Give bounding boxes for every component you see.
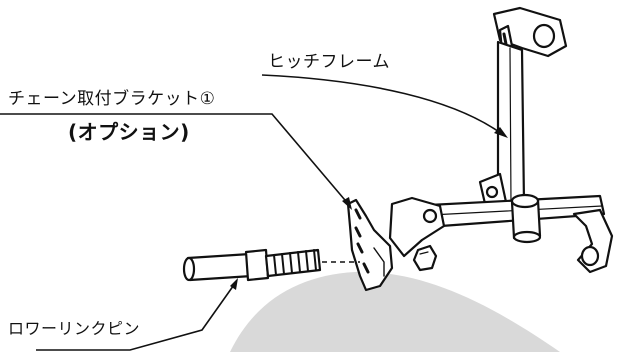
hitch-frame-arrowhead (494, 127, 508, 138)
lower-link-pin-leader-line (36, 281, 237, 351)
hitch-frame-collar (510, 193, 542, 244)
lower-link-pin-label: ロワーリンクピン (8, 319, 141, 338)
chain-bracket-label: チェーン取付ブラケット① (8, 89, 216, 109)
chain-bracket-arrowhead (342, 197, 352, 210)
bracket-nut (412, 244, 438, 272)
hitch-frame-left-plate (388, 196, 446, 258)
hitch-frame-label: ヒッチフレーム (268, 52, 390, 72)
watermark-shape (230, 271, 560, 352)
chain-bracket-part (346, 198, 394, 292)
hitch-frame-top-clamp (492, 6, 568, 58)
hitch-frame-leader-line (261, 74, 503, 135)
chain-bracket-leader-line (0, 113, 351, 207)
hitch-frame-right-hook (572, 208, 614, 274)
lower-link-pin-part (182, 248, 322, 282)
option-label: (オプション) (68, 120, 190, 144)
lower-link-pin-arrowhead (230, 278, 238, 290)
